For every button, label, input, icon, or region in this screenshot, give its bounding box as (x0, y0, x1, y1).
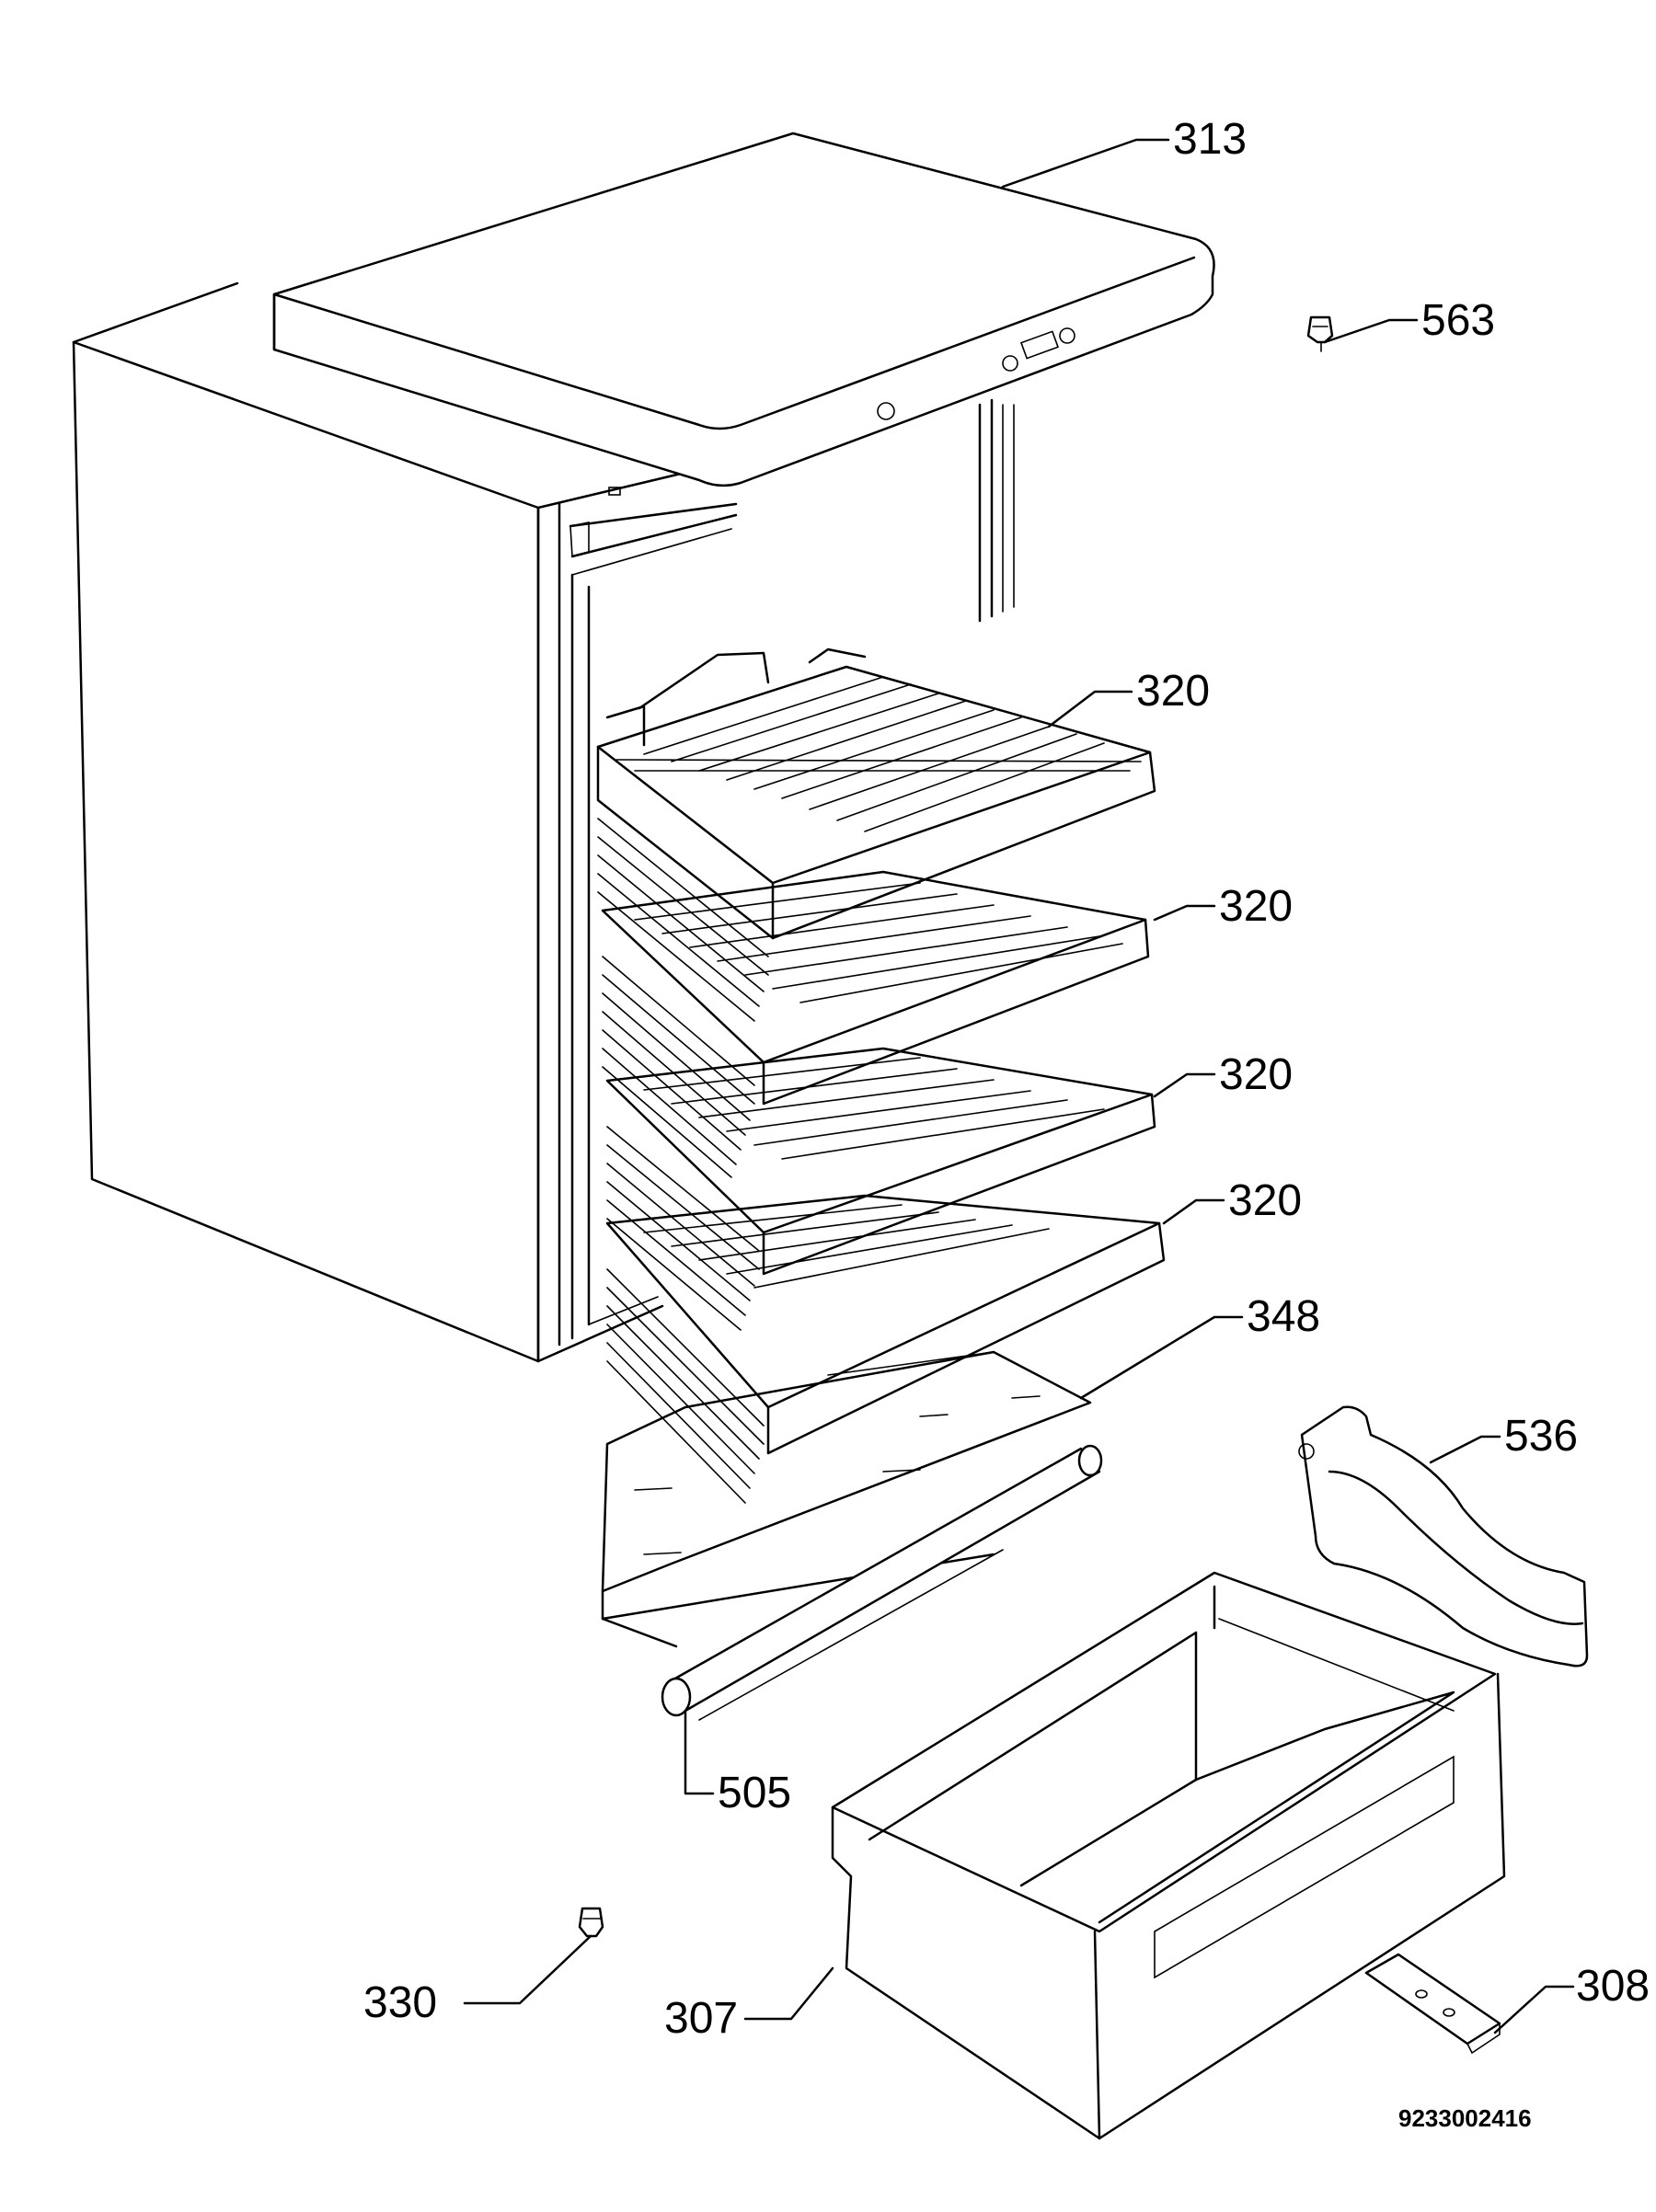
wire-shelves-320 (596, 648, 1166, 1504)
crisper-drawer-307 (831, 1571, 1506, 2140)
bracket-308 (1364, 1953, 1501, 2055)
callout-307: 307 (664, 1994, 739, 2043)
callout-320-shelf-3: 320 (1219, 1050, 1294, 1099)
callout-308: 308 (1576, 1962, 1650, 2011)
callout-348: 348 (1247, 1292, 1321, 1341)
document-number: 9233002416 (1398, 2104, 1532, 2132)
leader-lines (463, 138, 1575, 2034)
callout-320-shelf-2: 320 (1219, 882, 1294, 931)
callout-563: 563 (1421, 296, 1496, 345)
callout-330: 330 (363, 1978, 438, 2027)
cabinet-body (72, 281, 1015, 1363)
fastener-330 (578, 1907, 604, 1938)
callout-536: 536 (1504, 1412, 1579, 1461)
wire-shelf-1 (596, 648, 1156, 1022)
rod-505 (661, 1444, 1103, 1721)
door-bin-536 (1298, 1405, 1589, 1668)
top-cover-313 (272, 132, 1215, 487)
callout-320-shelf-4: 320 (1228, 1176, 1303, 1225)
fastener-563 (1306, 315, 1334, 352)
callout-313: 313 (1173, 115, 1248, 164)
wire-shelf-2 (601, 870, 1150, 1178)
callout-320-shelf-1: 320 (1136, 667, 1211, 716)
callout-505: 505 (718, 1769, 792, 1817)
wire-shelf-3 (605, 1047, 1156, 1331)
